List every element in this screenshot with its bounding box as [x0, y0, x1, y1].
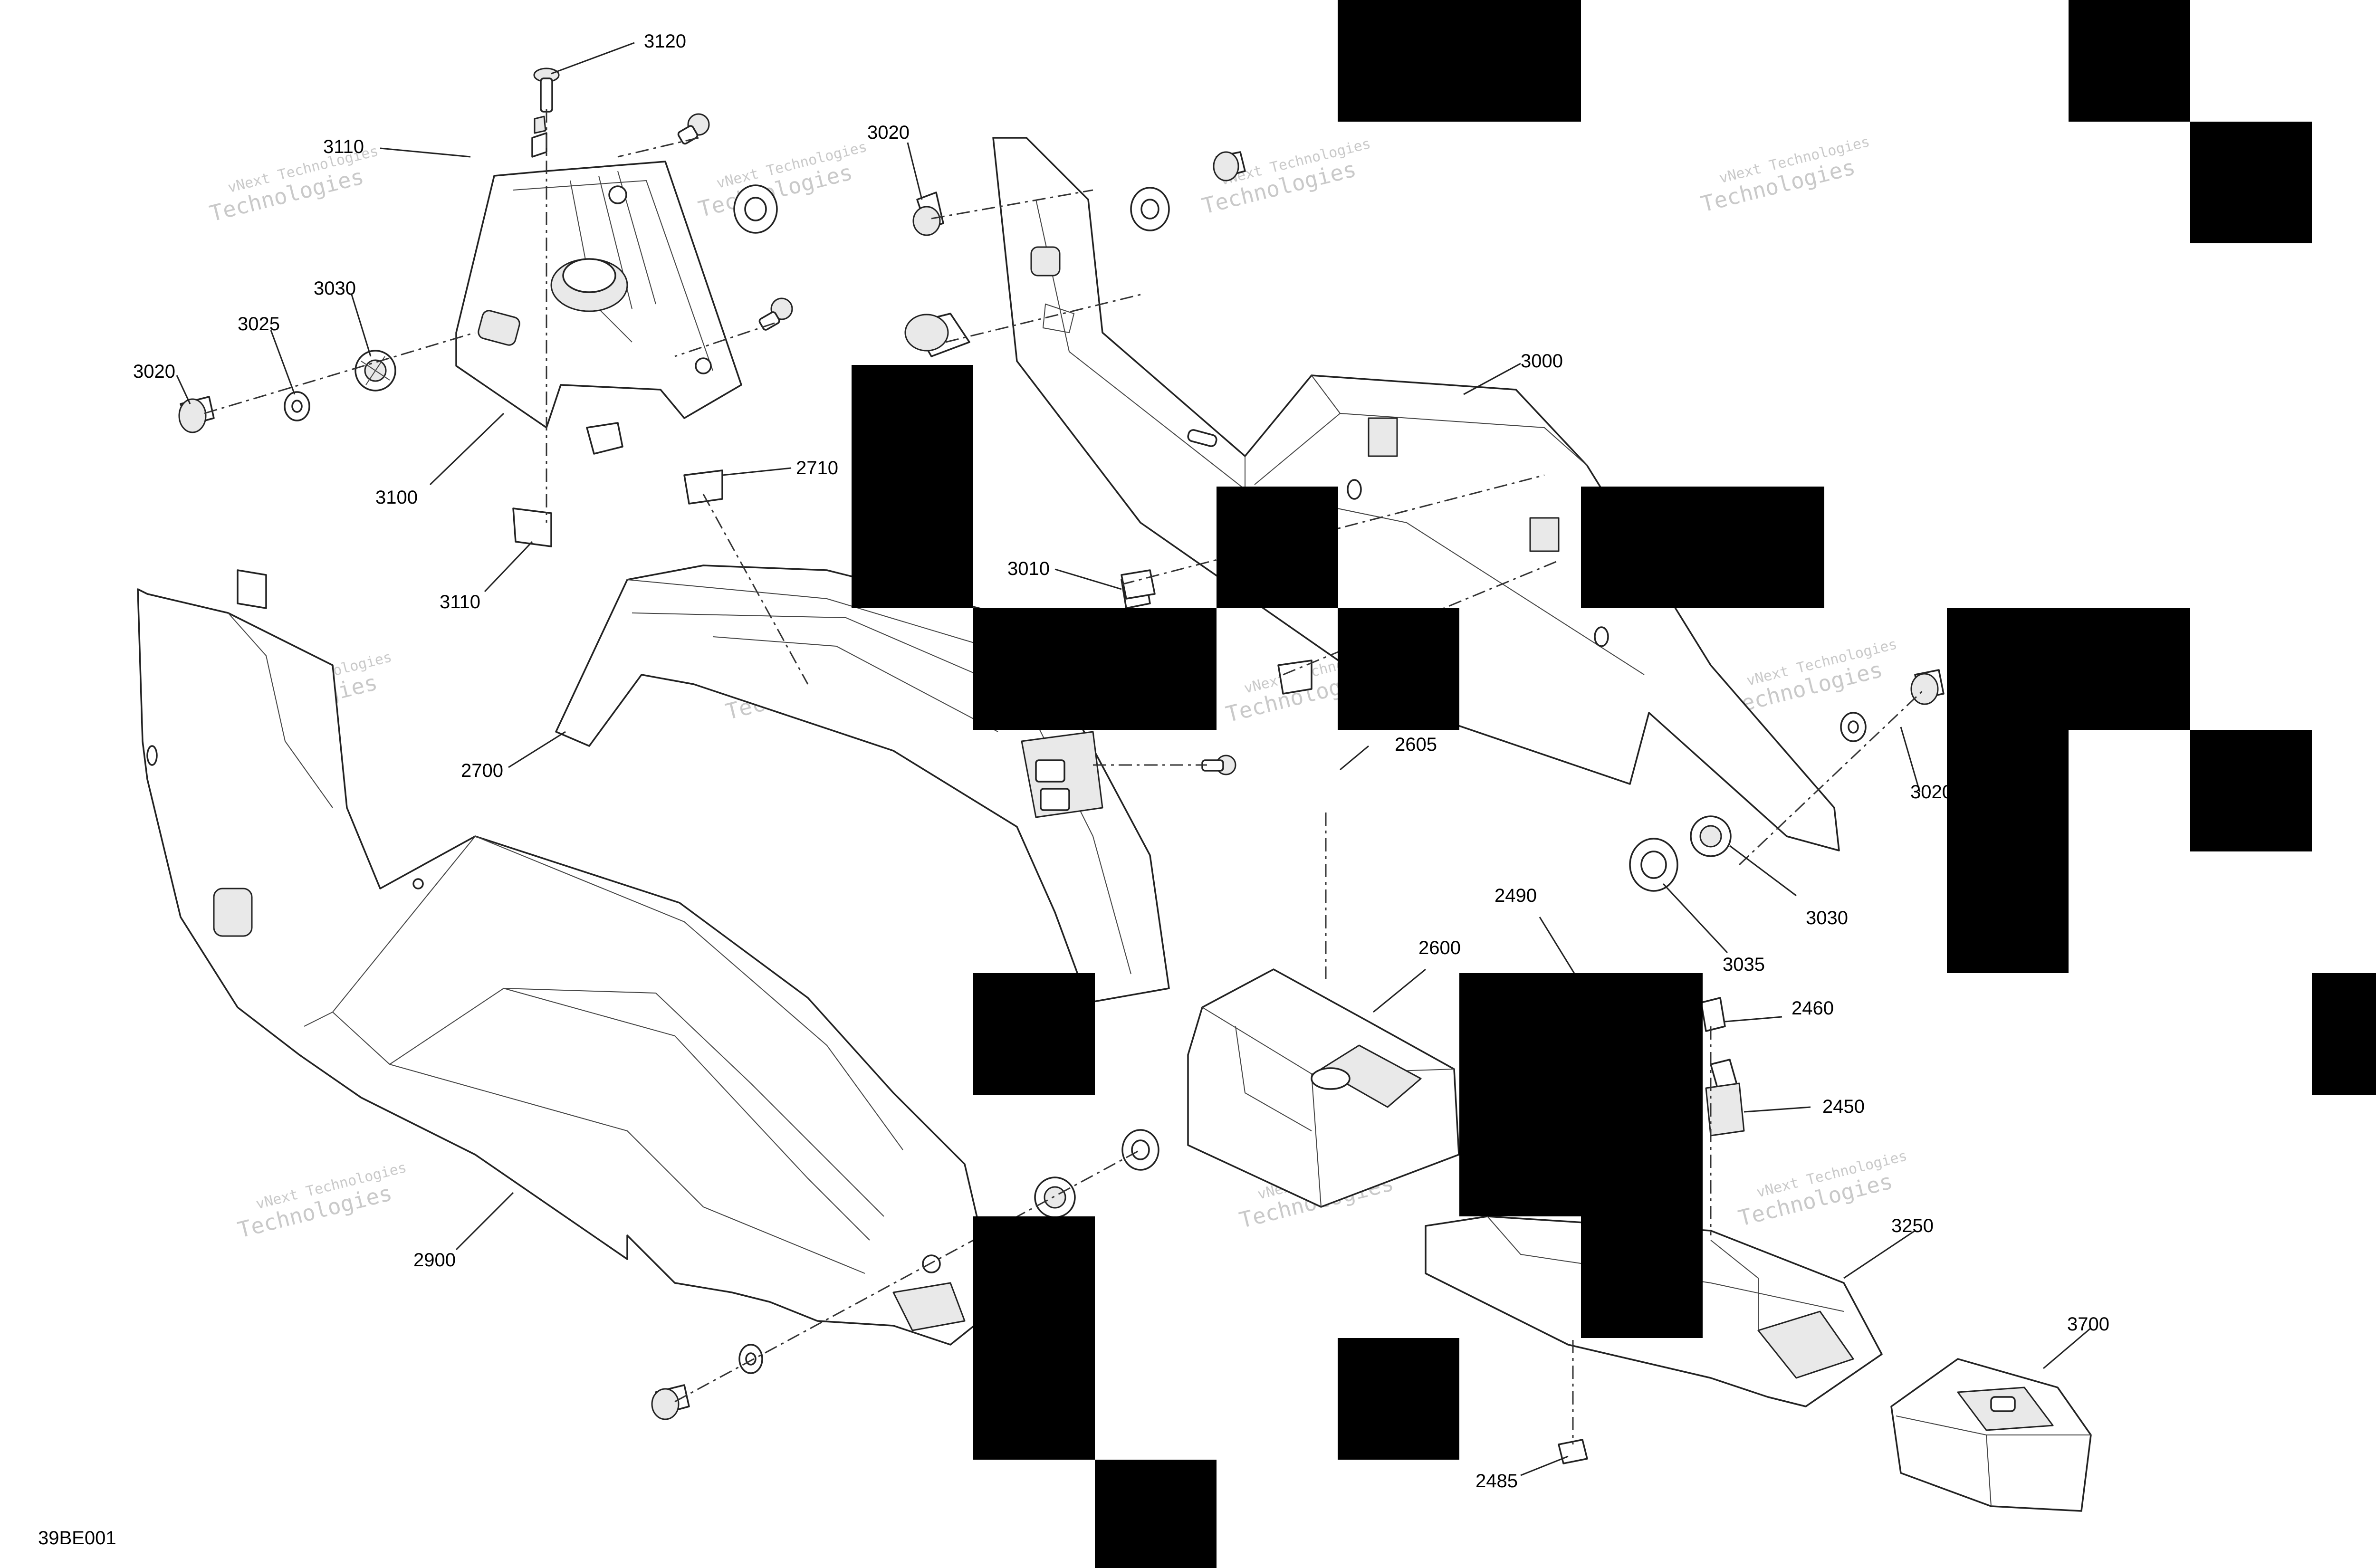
callout-2700: 2700 — [461, 760, 503, 781]
redaction-block — [973, 973, 1095, 1095]
redaction-block — [2069, 0, 2190, 122]
part-3700-cap — [1890, 1358, 2092, 1512]
leader-lines — [176, 42, 2091, 1476]
callout-2710: 2710 — [796, 458, 838, 478]
redaction-block — [852, 365, 973, 608]
redaction-block — [1095, 1460, 1217, 1568]
callout-2460: 2460 — [1792, 998, 1834, 1019]
callout-3110-top: 3110 — [323, 136, 364, 157]
redaction-block — [2190, 122, 2312, 243]
redaction-block — [1217, 487, 1338, 608]
callout-3030-left: 3030 — [314, 278, 356, 299]
redaction-block — [973, 1216, 1095, 1460]
callout-3250: 3250 — [1891, 1215, 1934, 1236]
redaction-block — [1338, 0, 1581, 122]
clip-3010 — [1121, 569, 1156, 600]
callout-3100: 3100 — [375, 487, 418, 508]
callout-3020-mid: 3020 — [867, 122, 910, 143]
callout-3000: 3000 — [1521, 351, 1563, 372]
callout-3010: 3010 — [1007, 558, 1050, 579]
fasteners-2900 — [651, 1129, 1159, 1420]
fasteners-left-group — [178, 350, 396, 433]
part-2600-pocket — [1187, 968, 1460, 1208]
callout-3110-bottom: 3110 — [440, 592, 480, 612]
part-2900-tray — [137, 569, 999, 1346]
callout-2600: 2600 — [1418, 937, 1461, 958]
redaction-block — [2190, 730, 2312, 851]
callout-3120: 3120 — [644, 31, 686, 52]
callout-3035: 3035 — [1723, 954, 1765, 975]
callout-labels: 3120 3110 3030 3025 3020 3100 3110 2710 … — [38, 31, 2109, 1549]
watermark: vNext Technologies Technologies — [1726, 636, 1899, 719]
redaction-block — [1947, 608, 2190, 730]
redaction-block — [1581, 1216, 1703, 1338]
watermark: vNext Technologies Technologies — [235, 1159, 408, 1243]
callout-2605: 2605 — [1395, 734, 1437, 755]
callout-2485: 2485 — [1475, 1471, 1518, 1492]
callout-2450: 2450 — [1822, 1096, 1865, 1117]
callout-3030-right: 3030 — [1806, 908, 1848, 928]
diagram-id-label: 39BE001 — [38, 1528, 116, 1549]
callout-2900: 2900 — [413, 1250, 456, 1271]
redaction-block — [1947, 730, 2069, 973]
redaction-block — [1459, 973, 1703, 1216]
watermark: vNext Technologies Technologies — [696, 138, 869, 222]
part-3100-bracket — [455, 161, 742, 429]
redaction-blocks — [852, 0, 2376, 1568]
callout-3020-right: 3020 — [1910, 782, 1953, 803]
callout-3020-left: 3020 — [133, 361, 175, 382]
callout-3700: 3700 — [2067, 1314, 2109, 1335]
redaction-block — [1338, 1338, 1459, 1460]
redaction-block — [2312, 973, 2376, 1095]
callout-2490: 2490 — [1495, 885, 1537, 906]
redaction-block — [1338, 608, 1459, 730]
watermark: vNext Technologies Technologies — [1698, 134, 1871, 217]
watermark: vNext Technologies Technologies — [1736, 1147, 1909, 1231]
redaction-block — [1581, 487, 1824, 608]
redaction-block — [973, 608, 1217, 730]
callout-3025: 3025 — [238, 314, 280, 335]
